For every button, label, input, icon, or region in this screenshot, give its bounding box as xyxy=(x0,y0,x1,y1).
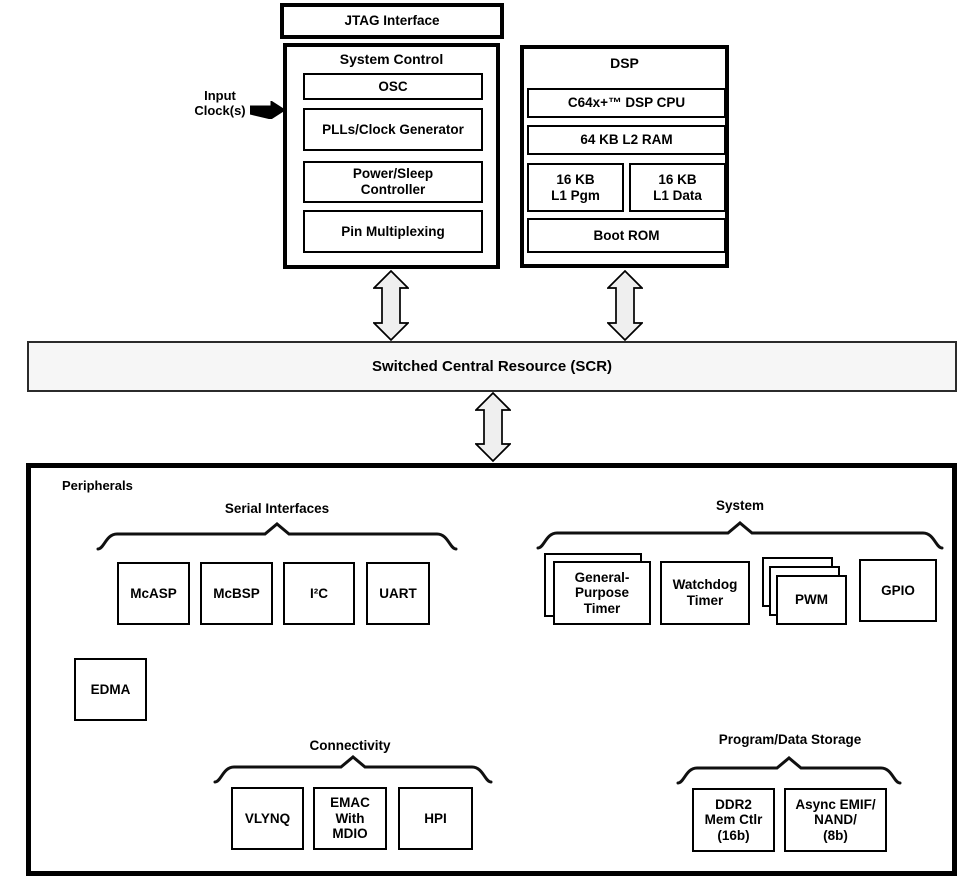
l1-data-box: 16 KB L1 Data xyxy=(629,163,726,212)
connectivity-title: Connectivity xyxy=(309,738,391,753)
mcbsp-box: McBSP xyxy=(200,562,273,625)
jtag-interface-box: JTAG Interface xyxy=(280,3,504,39)
scr-peripherals-arrow-icon xyxy=(475,392,511,462)
emac-mdio-box: EMAC With MDIO xyxy=(313,787,387,850)
peripherals-title: Peripherals xyxy=(62,478,133,493)
pll-clock-generator-box: PLLs/Clock Generator xyxy=(303,108,483,151)
serial-interfaces-brace xyxy=(96,522,458,551)
system-control-title: System Control xyxy=(339,51,444,67)
l2-ram-box: 64 KB L2 RAM xyxy=(527,125,726,155)
watchdog-timer-box: Watchdog Timer xyxy=(660,561,750,625)
system-control-scr-arrow-icon xyxy=(373,270,409,341)
system-group-brace xyxy=(536,521,944,550)
program-data-storage-brace xyxy=(676,756,902,785)
input-clock-arrow-icon xyxy=(250,101,286,119)
dsp-scr-arrow-icon xyxy=(607,270,643,341)
dsp-title: DSP xyxy=(610,55,639,71)
power-sleep-controller-box: Power/Sleep Controller xyxy=(303,161,483,203)
vlynq-box: VLYNQ xyxy=(231,787,304,850)
i2c-box: I²C xyxy=(283,562,355,625)
program-data-storage-title: Program/Data Storage xyxy=(718,732,862,747)
edma-box: EDMA xyxy=(74,658,147,721)
mcasp-box: McASP xyxy=(117,562,190,625)
uart-box: UART xyxy=(366,562,430,625)
scr-bar: Switched Central Resource (SCR) xyxy=(27,341,957,392)
input-clock-label: Input Clock(s) xyxy=(194,88,246,118)
gp-timer-box: General- Purpose Timer xyxy=(553,561,651,625)
dsp-cpu-box: C64x+™ DSP CPU xyxy=(527,88,726,118)
boot-rom-box: Boot ROM xyxy=(527,218,726,253)
gpio-box: GPIO xyxy=(859,559,937,622)
hpi-box: HPI xyxy=(398,787,473,850)
serial-interfaces-title: Serial Interfaces xyxy=(224,501,330,516)
osc-box: OSC xyxy=(303,73,483,100)
ddr2-mem-ctlr-box: DDR2 Mem Ctlr (16b) xyxy=(692,788,775,852)
pin-multiplexing-box: Pin Multiplexing xyxy=(303,210,483,253)
system-group-title: System xyxy=(715,498,765,513)
async-emif-nand-box: Async EMIF/ NAND/ (8b) xyxy=(784,788,887,852)
pwm-box: PWM xyxy=(776,575,847,625)
connectivity-brace xyxy=(213,755,493,784)
l1-pgm-box: 16 KB L1 Pgm xyxy=(527,163,624,212)
